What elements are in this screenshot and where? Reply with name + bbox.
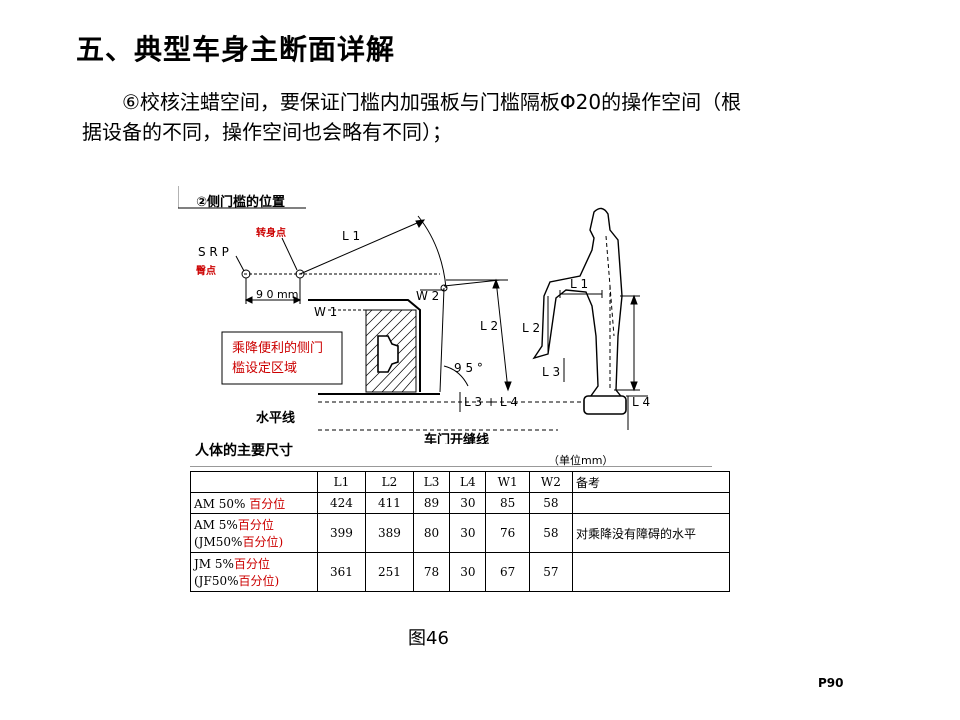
w1-label: W 1 — [314, 305, 337, 319]
figure-l2-label: L 2 — [522, 321, 540, 335]
table-cell: 389 — [364, 513, 414, 553]
table-note-cell — [572, 552, 730, 592]
table-header-cell: L1 — [317, 471, 366, 493]
table-cell: 76 — [485, 513, 530, 553]
w2-label: W 2 — [416, 289, 439, 303]
table-header-row: L1 L2 L3 L4 W1 W2 备考 — [190, 471, 730, 493]
table-cell: 30 — [449, 513, 487, 553]
table-top-rule — [190, 466, 712, 467]
body-dimensions-table: L1 L2 L3 L4 W1 W2 备考 AM 50% 百分位 424 411 … — [190, 471, 730, 592]
table-cell: 30 — [449, 492, 487, 514]
figure-l3-label: L 3 — [542, 365, 560, 379]
table-header-cell: W2 — [528, 471, 574, 493]
table-cell: 424 — [317, 492, 366, 514]
row-label: AM 5%百分位(JM50%百分位) — [190, 513, 318, 553]
table-row: AM 50% 百分位 424 411 89 30 85 58 — [190, 492, 730, 514]
figure-l1-label: L 1 — [570, 277, 588, 291]
table-note-cell — [572, 492, 730, 514]
table-header-cell: 备考 — [572, 471, 730, 493]
table-cell: 58 — [528, 513, 574, 553]
body-text-line-2: 据设备的不同，操作空间也会略有不同）； — [82, 120, 452, 144]
body-text-line-1: ⑥校核注蜡空间，要保证门槛内加强板与门槛隔板Φ20的操作空间（根 — [122, 90, 742, 114]
dims-table-title: 人体的主要尺寸 — [195, 443, 293, 459]
unit-label: （单位mm） — [548, 454, 614, 467]
table-header-cell: L3 — [412, 471, 451, 493]
slide-title: 五、典型车身主断面详解 — [76, 33, 396, 66]
l3-l4-label: L 3 + L 4 — [464, 395, 518, 409]
table-header-cell: L2 — [364, 471, 414, 493]
table-header-cell — [190, 471, 318, 493]
table-header-cell: L4 — [449, 471, 487, 493]
row-label: AM 50% 百分位 — [190, 492, 318, 514]
table-cell: 80 — [412, 513, 451, 553]
table-cell: 89 — [412, 492, 451, 514]
table-cell: 251 — [364, 552, 414, 592]
table-header-cell: W1 — [485, 471, 530, 493]
angle-label: 9 5 ° — [454, 361, 483, 375]
row-label: JM 5%百分位(JF50%百分位) — [190, 552, 318, 592]
table-row: JM 5%百分位(JF50%百分位) 361 251 78 30 67 57 — [190, 552, 730, 592]
table-cell: 30 — [449, 552, 487, 592]
diagram-section-label: ②侧门槛的位置 — [196, 194, 285, 210]
horizontal-line-label: 水平线 — [256, 410, 295, 426]
table-note-cell: 对乘降没有障碍的水平 — [572, 513, 730, 553]
pivot-point-label: 转身点 — [256, 226, 286, 239]
sill-zone-label-line-1: 乘降便利的侧门 — [232, 340, 323, 356]
side-sill-diagram: ②侧门槛的位置 转身点 S R P 臀点 9 0 mm L 1 W 1 W 2 … — [178, 186, 650, 444]
srp-label: S R P — [198, 245, 229, 259]
table-cell: 78 — [412, 552, 451, 592]
door-line-label: 车门开缝线 — [424, 432, 489, 444]
table-cell: 85 — [485, 492, 530, 514]
l1-label: L 1 — [342, 229, 360, 243]
table-cell: 57 — [528, 552, 574, 592]
table-row: AM 5%百分位(JM50%百分位) 399 389 80 30 76 58 对… — [190, 513, 730, 553]
table-cell: 361 — [317, 552, 366, 592]
figure-l4-label: L 4 — [632, 395, 650, 409]
table-cell: 411 — [364, 492, 414, 514]
l2-label: L 2 — [480, 319, 498, 333]
table-cell: 67 — [485, 552, 530, 592]
table-cell: 58 — [528, 492, 574, 514]
figure-caption: 图46 — [408, 628, 449, 649]
page-number: P90 — [818, 676, 844, 690]
dim-90mm-label: 9 0 mm — [256, 288, 298, 301]
sill-zone-label-line-2: 槛设定区域 — [232, 361, 297, 376]
table-cell: 399 — [317, 513, 366, 553]
hip-point-label: 臀点 — [196, 264, 216, 277]
